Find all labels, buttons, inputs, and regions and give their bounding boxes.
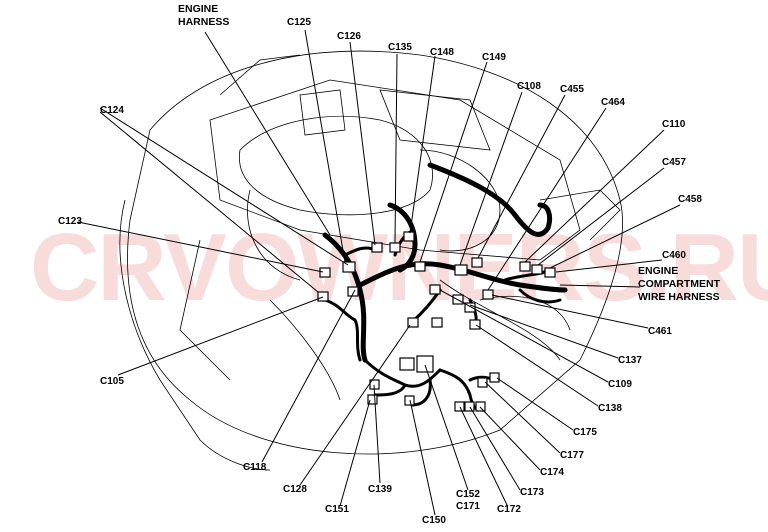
label-c149: C149 — [482, 52, 506, 63]
label-c124: C124 — [100, 105, 124, 116]
label-c172: C172 — [497, 504, 521, 515]
connectors-drawing — [317, 231, 556, 412]
label-c457: C457 — [662, 157, 686, 168]
label-c110: C110 — [662, 119, 686, 130]
label-c460: C460 — [662, 250, 686, 261]
label-c137: C137 — [618, 355, 642, 366]
label-c177: C177 — [560, 450, 584, 461]
label-c123: C123 — [58, 216, 82, 227]
label-c458: C458 — [678, 194, 702, 205]
label-c150: C150 — [422, 515, 446, 526]
label-c126: C126 — [337, 31, 361, 42]
label-c105: C105 — [100, 376, 124, 387]
label-c128: C128 — [283, 484, 307, 495]
label-c174: C174 — [540, 467, 564, 478]
label-c152: C152 — [456, 489, 480, 500]
label-c139: C139 — [368, 484, 392, 495]
label-c109: C109 — [608, 379, 632, 390]
label-c175: C175 — [573, 427, 597, 438]
label-c135: C135 — [388, 42, 412, 53]
label-c171: C171 — [456, 501, 480, 512]
label-c455: C455 — [560, 84, 584, 95]
label-c125: C125 — [287, 17, 311, 28]
engine-harness-title-line2: HARNESS — [178, 16, 229, 28]
label-c108: C108 — [517, 81, 541, 92]
compartment-harness-title-line3: WIRE HARNESS — [638, 291, 720, 303]
label-c148: C148 — [430, 47, 454, 58]
leader-lines — [77, 29, 681, 516]
compartment-harness-title-line2: COMPARTMENT — [638, 278, 721, 290]
label-c461: C461 — [648, 326, 672, 337]
label-c151: C151 — [325, 504, 349, 515]
label-c464: C464 — [601, 97, 625, 108]
compartment-harness-title-line1: ENGINE — [638, 265, 678, 277]
label-c138: C138 — [598, 403, 622, 414]
label-c118: C118 — [243, 462, 267, 473]
label-c173: C173 — [520, 487, 544, 498]
engine-harness-title-line1: ENGINE — [178, 3, 218, 15]
